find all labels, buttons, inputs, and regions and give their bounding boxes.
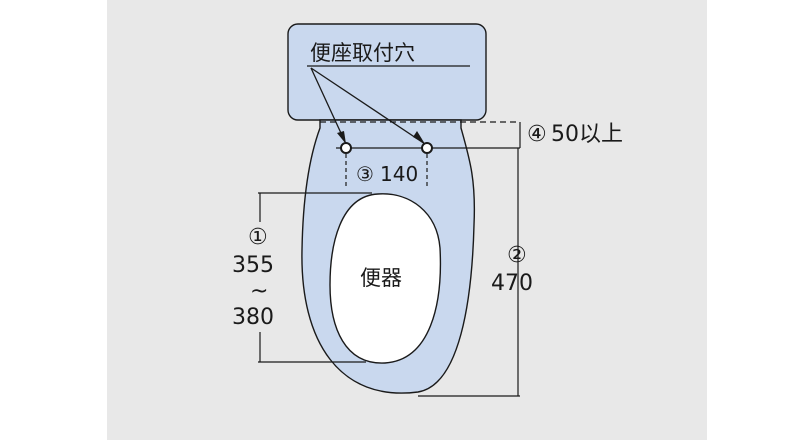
leader-line-right (310, 67, 426, 145)
bowl-label: 便器 (360, 266, 402, 290)
dim2-value: 470 (491, 271, 533, 296)
dim3-marker: ③ (356, 162, 374, 186)
mounting-hole-left (340, 142, 352, 154)
tank-label: 便座取付穴 (310, 41, 415, 65)
dim4-marker: ④ (527, 122, 547, 147)
mounting-hole-right (421, 142, 433, 154)
dim1-tilde: ~ (250, 279, 268, 304)
dim3-value: 140 (380, 162, 418, 186)
leader-line-left (310, 67, 347, 145)
dim1-marker: ① (248, 225, 268, 250)
dim1-value-top: 355 (232, 253, 274, 278)
dim2-marker: ② (507, 243, 527, 268)
dim4-value: 50以上 (551, 122, 623, 147)
leader-arrow-left (337, 131, 346, 144)
dim1-value-bottom: 380 (232, 305, 274, 330)
leader-arrow-right (413, 131, 425, 144)
bowl-opening-shape (329, 193, 442, 364)
